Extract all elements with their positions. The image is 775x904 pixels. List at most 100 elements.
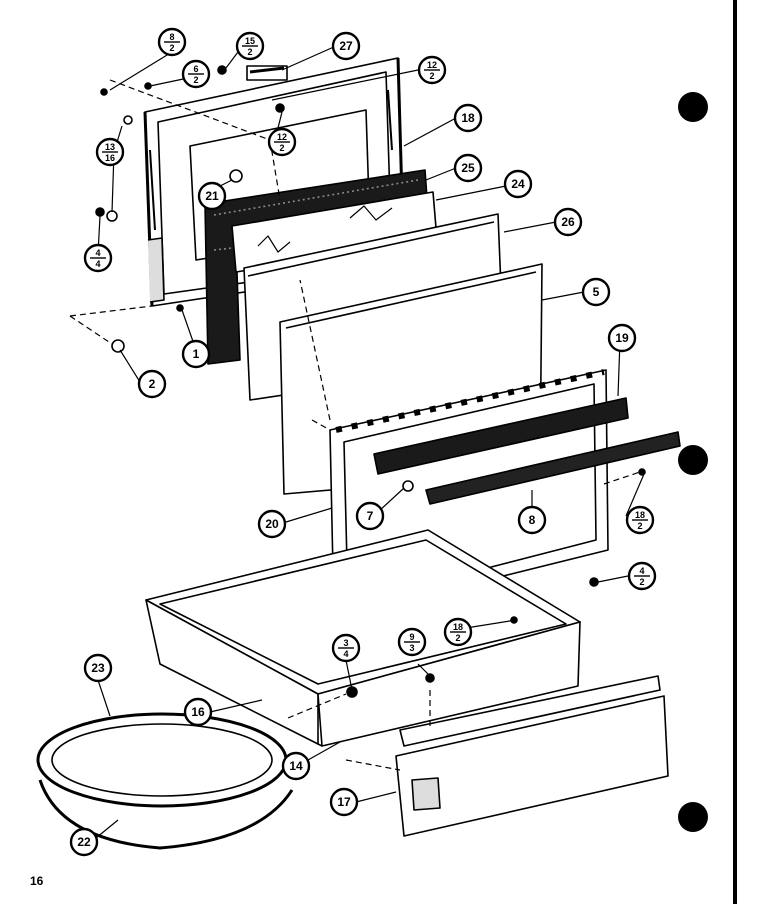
callout-part-number: 23 (91, 661, 105, 675)
page-number: 16 (30, 874, 44, 888)
callout-24: 24 (503, 169, 533, 199)
callout-quantity: 2 (247, 47, 252, 57)
callout-part-number: 14 (289, 759, 303, 773)
callout-circle (453, 103, 483, 133)
callout-18-2a: 182 (625, 505, 655, 535)
callout-leaders (95, 45, 645, 839)
callout-3-4: 34 (331, 633, 361, 663)
callout-quantity: 4 (95, 259, 100, 269)
drawer-front (395, 675, 669, 837)
callout-quantity: 16 (105, 153, 115, 163)
callout-part-number: 16 (191, 705, 205, 719)
broiler-grid (36, 712, 288, 808)
callout-18: 18 (453, 103, 483, 133)
callout-circle (83, 653, 113, 683)
callout-6-2: 62 (181, 59, 211, 89)
callout-quantity: 2 (169, 43, 174, 53)
callout-part-number: 19 (615, 331, 629, 345)
callout-part-number: 6 (193, 64, 198, 74)
callout-circle (197, 181, 227, 211)
callout-part-number: 21 (205, 189, 219, 203)
callout-4-2: 42 (627, 561, 657, 591)
callout-part-number: 1 (193, 347, 200, 361)
callout-18-2b: 182 (443, 617, 473, 647)
callout-circle (581, 277, 611, 307)
callout-part-number: 4 (95, 248, 100, 258)
callout-1: 1 (181, 339, 211, 369)
callout-22: 22 (69, 827, 99, 857)
callout-circle (355, 501, 385, 531)
callout-17: 17 (329, 787, 359, 817)
binder-hole-middle (678, 445, 708, 475)
callout-27: 27 (331, 31, 361, 61)
callout-14: 14 (281, 751, 311, 781)
callout-quantity: 2 (637, 521, 642, 531)
callout-part-number: 17 (337, 795, 351, 809)
callout-part-number: 18 (635, 510, 645, 520)
callout-part-number: 27 (339, 39, 353, 53)
callout-25: 25 (453, 153, 483, 183)
callout-circle (503, 169, 533, 199)
callout-20: 20 (257, 509, 287, 539)
callout-circle (553, 207, 583, 237)
callout-quantity: 2 (193, 75, 198, 85)
callout-9-3: 93 (397, 627, 427, 657)
callout-quantity: 2 (279, 143, 284, 153)
callout-part-number: 4 (639, 566, 644, 576)
callout-quantity: 2 (429, 71, 434, 81)
binder-hole-bottom (678, 802, 708, 832)
callout-circle (257, 509, 287, 539)
callout-quantity: 4 (343, 649, 348, 659)
callout-quantity: 2 (455, 633, 460, 643)
callout-4-4: 44 (83, 243, 113, 273)
callout-8: 8 (517, 505, 547, 535)
callout-8-2: 82 (157, 27, 187, 57)
callout-15-2: 152 (235, 31, 265, 61)
callout-part-number: 20 (265, 517, 279, 531)
callout-part-number: 24 (511, 177, 525, 191)
callout-12-2a: 122 (417, 55, 447, 85)
callout-circle (281, 751, 311, 781)
callout-part-number: 12 (427, 60, 437, 70)
trim-bar-19 (373, 397, 629, 475)
drawer-body (145, 529, 581, 747)
callout-part-number: 8 (169, 32, 174, 42)
callout-2: 2 (137, 369, 167, 399)
callout-part-number: 13 (105, 142, 115, 152)
broiler-pan (38, 779, 294, 850)
callout-part-number: 8 (529, 513, 536, 527)
callout-12-2b: 122 (267, 127, 297, 157)
callout-7: 7 (355, 501, 385, 531)
alignment-lines (69, 79, 641, 771)
callout-part-number: 15 (245, 36, 255, 46)
callout-part-number: 18 (453, 622, 463, 632)
callout-part-number: 7 (367, 509, 374, 523)
callout-part-number: 18 (461, 111, 475, 125)
callout-part-number: 12 (277, 132, 287, 142)
trim-bar-8 (425, 431, 681, 505)
callout-circle (607, 323, 637, 353)
callout-quantity: 3 (409, 643, 414, 653)
callout-part-number: 22 (77, 835, 91, 849)
callout-19: 19 (607, 323, 637, 353)
callout-23: 23 (83, 653, 113, 683)
callout-part-number: 25 (461, 161, 475, 175)
callout-circle (181, 339, 211, 369)
callout-circle (331, 31, 361, 61)
callout-part-number: 5 (593, 285, 600, 299)
callout-5: 5 (581, 277, 611, 307)
callout-26: 26 (553, 207, 583, 237)
callout-part-number: 2 (149, 377, 156, 391)
callout-circle (137, 369, 167, 399)
callout-part-number: 26 (561, 215, 575, 229)
callout-part-number: 3 (343, 638, 348, 648)
callout-21: 21 (197, 181, 227, 211)
callout-circle (69, 827, 99, 857)
hardware-fasteners (95, 65, 646, 698)
callout-part-number: 9 (409, 632, 414, 642)
callout-16: 16 (183, 697, 213, 727)
callout-circle (517, 505, 547, 535)
